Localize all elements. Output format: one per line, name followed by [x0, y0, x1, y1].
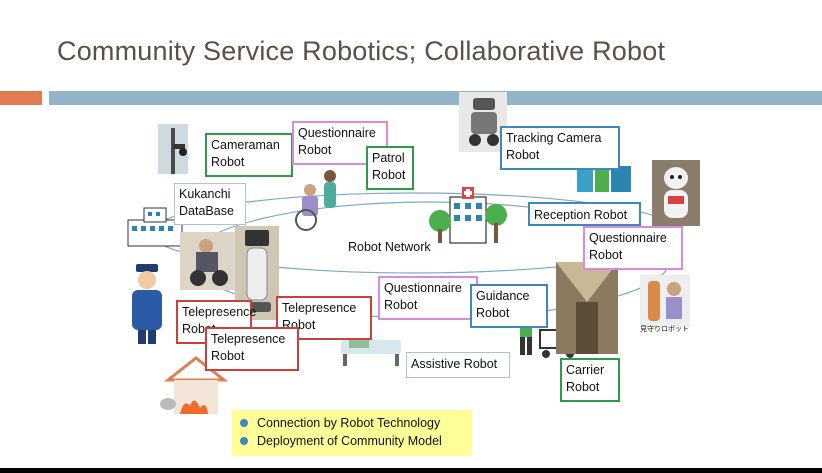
- watch-robot-caption: 見守りロボット: [640, 326, 689, 333]
- legend-item: Connection by Robot Technology: [240, 414, 464, 432]
- label-questionnaire-robot-right: Questionnaire Robot: [583, 226, 683, 270]
- tracking-robot-photo: [459, 92, 507, 152]
- label-tracking-camera-robot: Tracking Camera Robot: [500, 126, 620, 170]
- label-robot-network: Robot Network: [348, 240, 431, 254]
- label-carrier-robot: Carrier Robot: [560, 358, 620, 402]
- label-questionnaire-robot-middle: Questionnaire Robot: [378, 276, 478, 320]
- label-telepresence-robot-3: Telepresence Robot: [205, 327, 299, 371]
- label-kukanchi-database: Kukanchi DataBase: [174, 183, 246, 225]
- legend-item: Deployment of Community Model: [240, 432, 464, 450]
- bullet-icon: [240, 437, 248, 445]
- hospital-illustration: [429, 187, 507, 244]
- police-officer-illustration: [132, 264, 162, 344]
- accent-bar-orange: [0, 91, 42, 105]
- label-patrol-robot: Patrol Robot: [366, 146, 414, 190]
- accent-bar-blue: [49, 91, 822, 105]
- legend-box: Connection by Robot Technology Deploymen…: [232, 410, 472, 456]
- legend-item-label: Connection by Robot Technology: [257, 416, 441, 430]
- shopping-arcade-photo: [556, 262, 618, 354]
- label-guidance-robot: Guidance Robot: [470, 284, 548, 328]
- label-reception-robot: Reception Robot: [528, 202, 641, 226]
- wheelchair-care-illustration: [295, 170, 336, 231]
- reception-robot-photo: [652, 160, 700, 226]
- wheelchair-robot-photo: [180, 232, 238, 290]
- watch-robot-photo: [640, 275, 690, 327]
- bullet-icon: [240, 419, 248, 427]
- slide-title: Community Service Robotics; Collaborativ…: [57, 36, 666, 66]
- legend-item-label: Deployment of Community Model: [257, 434, 442, 448]
- label-cameraman-robot: Cameraman Robot: [205, 133, 293, 177]
- database-building-illustration: [127, 207, 183, 247]
- label-assistive-robot: Assistive Robot: [406, 352, 510, 378]
- security-camera-image: [158, 124, 188, 174]
